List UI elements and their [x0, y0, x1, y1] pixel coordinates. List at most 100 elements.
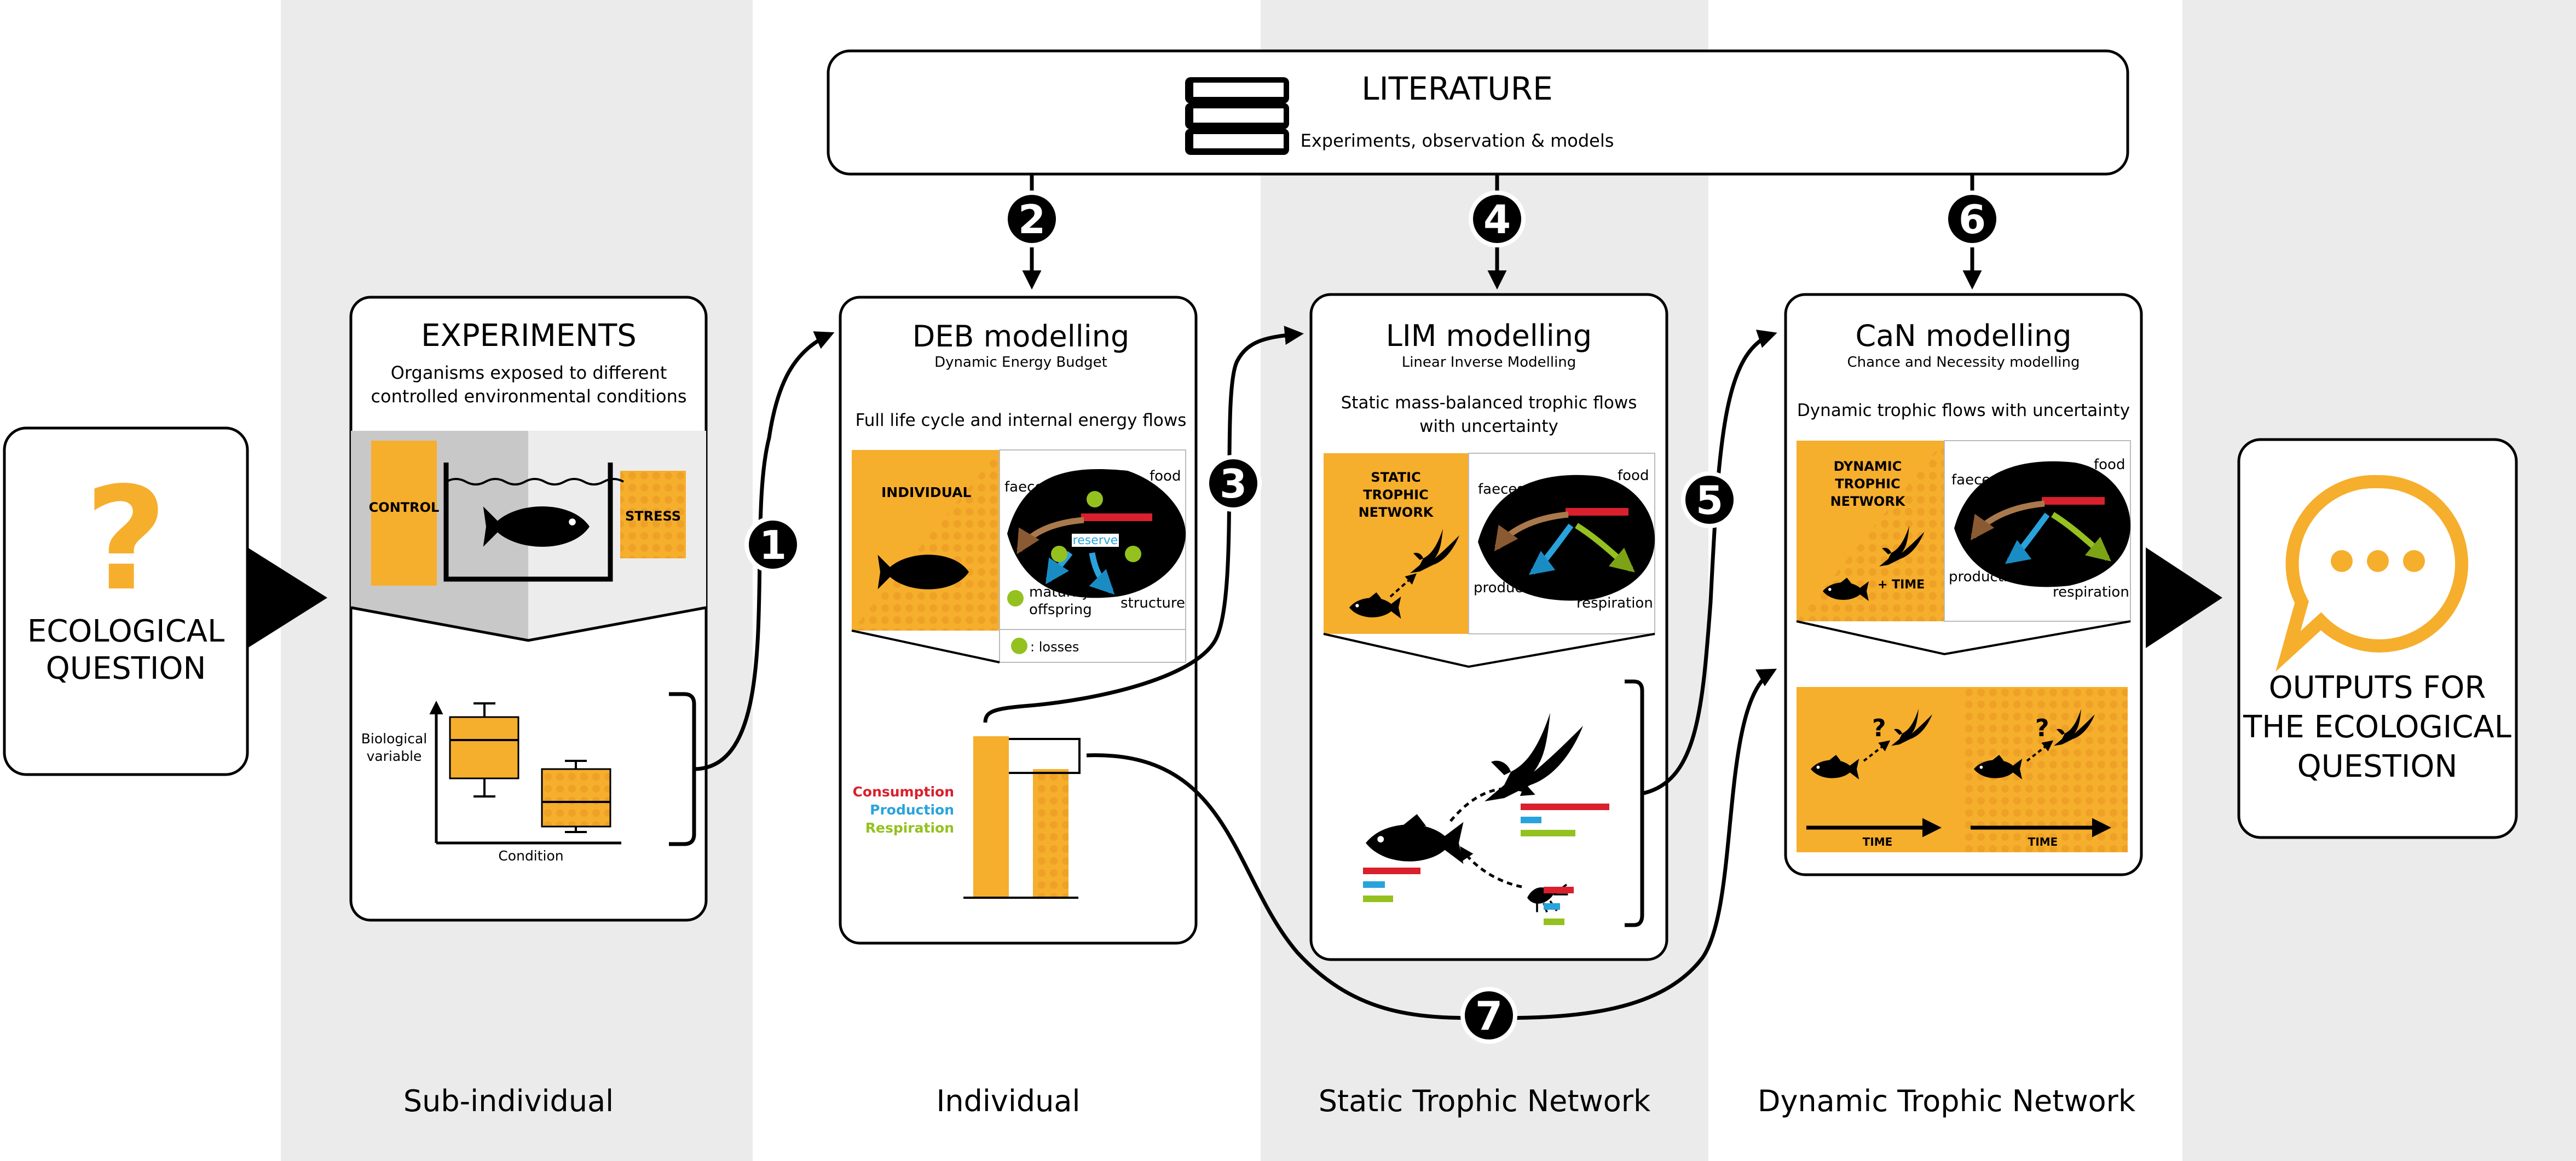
step-2-badge: 2: [1003, 190, 1060, 247]
can-desc: Dynamic trophic flows with uncertainty: [1797, 401, 2130, 420]
lim-faeces: faeces: [1478, 481, 1524, 498]
lim-production: production: [1474, 580, 1550, 596]
stress-boxplot: [541, 768, 611, 828]
fish-icon: [483, 506, 590, 547]
question-mark: ?: [85, 457, 168, 622]
deb-consumption-bar: [973, 736, 1009, 898]
lim-box: LIM modelling Linear Inverse Modelling S…: [1309, 293, 1668, 961]
can-box: CaN modelling Chance and Necessity model…: [1784, 293, 2143, 876]
outputs-box: OUTPUTS FOR THE ECOLOGICAL QUESTION: [2237, 438, 2518, 839]
lim-food: food: [1618, 467, 1649, 484]
output-line-3: QUESTION: [2297, 749, 2458, 784]
experiments-desc-2: controlled environmental conditions: [371, 386, 686, 407]
can-q-right: ?: [2035, 714, 2049, 742]
can-network-2: TROPHIC: [1835, 476, 1900, 492]
ylabel-2: variable: [367, 748, 422, 764]
control-tank: [371, 441, 437, 586]
ylabel-1: Biological: [361, 731, 427, 747]
svg-text:1: 1: [759, 522, 787, 568]
can-time-right: TIME: [2028, 835, 2058, 848]
can-title: CaN modelling: [1855, 319, 2071, 353]
control-label: CONTROL: [369, 500, 440, 515]
output-arrowhead: [2146, 547, 2222, 648]
experiments-title: EXPERIMENTS: [421, 318, 637, 354]
stress-tank: [620, 471, 686, 558]
stress-label: STRESS: [625, 509, 681, 524]
step-3-badge: 3: [1205, 455, 1262, 512]
books-icon: [1185, 77, 1289, 155]
lim-bracket: [1625, 679, 1644, 927]
can-faeces: faeces: [1951, 472, 1998, 488]
can-food: food: [2094, 457, 2125, 473]
aquarium: [443, 463, 613, 582]
literature-box: LITERATURE Experiments, observation & mo…: [827, 49, 2129, 176]
lim-network-2: TROPHIC: [1363, 487, 1428, 502]
deb-structure: structure: [1120, 595, 1185, 611]
deb-losses: : losses: [1030, 639, 1079, 655]
question-line-2: QUESTION: [46, 651, 206, 686]
deb-production-bar: [1033, 769, 1068, 898]
experiments-bracket: [669, 692, 696, 846]
step-6-badge: 6: [1944, 190, 2001, 247]
svg-text:7: 7: [1475, 993, 1503, 1039]
experiments-desc-1: Organisms exposed to different: [391, 362, 667, 383]
control-boxplot: [449, 716, 519, 779]
svg-text:2: 2: [1018, 197, 1046, 242]
can-network-1: DYNAMIC: [1834, 459, 1902, 474]
deb-production-label: Production: [870, 802, 954, 818]
column-dynamic-network: Dynamic Trophic Network: [1758, 1084, 2136, 1118]
can-network-3: NETWORK: [1830, 494, 1906, 509]
step-7-badge: 7: [1460, 987, 1517, 1044]
can-respiration: respiration: [2053, 584, 2129, 600]
output-line-2: THE ECOLOGICAL: [2243, 709, 2511, 745]
output-line-1: OUTPUTS FOR: [2269, 670, 2486, 706]
deb-reserve-label: reserve: [1073, 534, 1118, 547]
lim-respiration: respiration: [1576, 595, 1653, 611]
lim-desc-1: Static mass-balanced trophic flows: [1341, 393, 1637, 413]
question-line-1: ECOLOGICAL: [27, 614, 224, 649]
deb-offspring: offspring: [1029, 602, 1092, 618]
can-q-left: ?: [1872, 714, 1886, 742]
arrow-1: [695, 331, 835, 771]
column-individual: Individual: [937, 1084, 1081, 1118]
deb-desc: Full life cycle and internal energy flow…: [856, 411, 1187, 430]
deb-consumption-label: Consumption: [853, 784, 954, 800]
deb-box: DEB modelling Dynamic Energy Budget Full…: [839, 296, 1198, 945]
can-subtitle: Chance and Necessity modelling: [1847, 354, 2080, 371]
step-1-badge: 1: [744, 516, 801, 573]
lim-network-1: STATIC: [1371, 470, 1420, 485]
arrow-3: [983, 326, 1304, 723]
question-arrowhead: [247, 547, 327, 648]
step-5-badge: 5: [1681, 471, 1738, 528]
deb-respiration-label: Respiration: [865, 820, 954, 836]
deb-faeces: faeces: [1004, 479, 1051, 495]
svg-text:5: 5: [1696, 477, 1723, 523]
literature-subtitle: Experiments, observation & models: [1301, 130, 1614, 151]
deb-food: food: [1150, 468, 1181, 484]
deb-maturity: maturity: [1029, 584, 1090, 600]
can-time-tag: + TIME: [1878, 578, 1925, 592]
column-static-network: Static Trophic Network: [1319, 1084, 1651, 1118]
step-4-badge: 4: [1469, 190, 1526, 247]
svg-text:4: 4: [1483, 197, 1511, 242]
arrow-5: [1641, 330, 1777, 796]
svg-text:3: 3: [1220, 461, 1247, 507]
xlabel: Condition: [498, 848, 563, 864]
lim-subtitle: Linear Inverse Modelling: [1402, 354, 1576, 371]
experiments-box: EXPERIMENTS Organisms exposed to differe…: [349, 296, 708, 922]
lim-network-3: NETWORK: [1359, 505, 1434, 520]
lim-title: LIM modelling: [1386, 319, 1592, 353]
deb-title: DEB modelling: [912, 319, 1130, 354]
deb-subtitle: Dynamic Energy Budget: [934, 354, 1107, 371]
svg-text:6: 6: [1959, 197, 1986, 242]
deb-individual-label: INDIVIDUAL: [881, 484, 972, 500]
speech-bubble-icon: [2275, 475, 2469, 672]
lim-desc-2: with uncertainty: [1419, 417, 1558, 436]
ecological-question-box: ? ECOLOGICAL QUESTION: [3, 426, 249, 776]
can-production: production: [1949, 569, 2025, 585]
can-time-left: TIME: [1863, 835, 1893, 848]
literature-title: LITERATURE: [1361, 70, 1552, 107]
column-sub-individual: Sub-individual: [403, 1084, 614, 1118]
